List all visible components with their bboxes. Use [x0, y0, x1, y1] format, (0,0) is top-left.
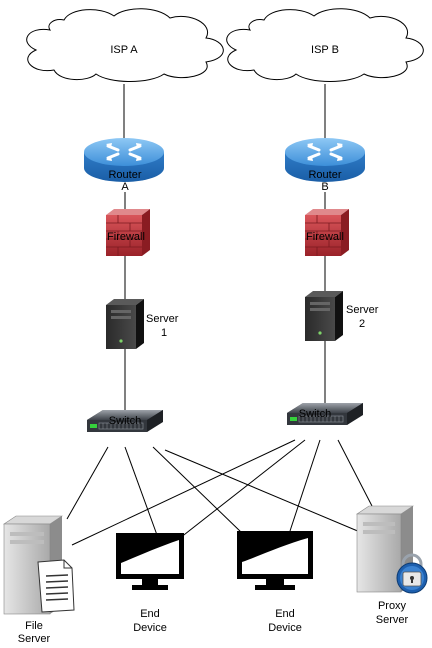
file-server: File Server	[3, 515, 75, 645]
link-switcha-fileserver	[66, 446, 109, 520]
switch-a: Switch	[87, 410, 163, 432]
proxy-server-label-2: Server	[376, 614, 409, 626]
router-a-label-2: A	[121, 181, 129, 193]
server-2: Server 2	[305, 291, 379, 341]
firewall-icon	[106, 209, 150, 256]
router-a: Router A	[84, 138, 164, 193]
isp-a-label: ISP A	[110, 44, 138, 56]
router-b-label-2: B	[321, 181, 328, 193]
end-device-2: End Device	[237, 531, 313, 634]
proxy-server: Proxy Server	[356, 505, 428, 626]
cloud-icon	[26, 8, 224, 82]
server-tower-icon	[106, 299, 144, 349]
link-switcha-enddevice1	[124, 446, 158, 536]
server-1-label-1: Server	[146, 313, 179, 325]
firewall-a: Firewall	[106, 209, 150, 256]
firewall-b-label: Firewall	[306, 231, 344, 243]
file-server-icon	[3, 515, 75, 615]
monitor-icon	[237, 531, 313, 590]
router-a-label-1: Router	[108, 169, 141, 181]
server-2-label-1: Server	[346, 304, 379, 316]
firewall-a-label: Firewall	[107, 231, 145, 243]
monitor-icon	[116, 533, 184, 590]
link-switchb-fileserver	[71, 439, 296, 546]
server-1-label-2: 1	[161, 327, 167, 339]
link-switchb-proxyserver	[337, 439, 373, 507]
switch-b: Switch	[287, 403, 363, 425]
firewall-icon	[305, 209, 349, 256]
end-device-1-label-1: End	[140, 608, 160, 620]
isp-a-cloud: ISP A	[26, 8, 224, 82]
end-device-1: End Device	[116, 533, 184, 634]
proxy-server-icon	[356, 505, 428, 594]
server-tower-icon	[305, 291, 343, 341]
network-switch-icon	[287, 403, 363, 425]
server-1: Server 1	[106, 299, 179, 349]
switch-b-label: Switch	[299, 408, 331, 420]
switch-a-label: Switch	[109, 415, 141, 427]
end-device-2-label-2: Device	[268, 622, 302, 634]
file-server-label-1: File	[25, 620, 43, 632]
network-switch-icon	[87, 410, 163, 432]
router-icon	[84, 138, 164, 182]
end-device-1-label-2: Device	[133, 622, 167, 634]
end-device-2-label-1: End	[275, 608, 295, 620]
link-switchb-enddevice2	[289, 439, 321, 532]
cloud-icon	[226, 8, 424, 82]
proxy-server-label-1: Proxy	[378, 600, 407, 612]
link-switcha-enddevice2	[152, 446, 243, 534]
router-b-label-1: Router	[308, 169, 341, 181]
connections	[66, 84, 373, 546]
router-b: Router B	[285, 138, 365, 193]
router-icon	[285, 138, 365, 182]
isp-b-label: ISP B	[311, 44, 339, 56]
padlock-icon	[401, 553, 423, 570]
file-server-label-2: Server	[18, 633, 51, 645]
firewall-b: Firewall	[305, 209, 349, 256]
link-switchb-enddevice1	[179, 439, 306, 539]
isp-b-cloud: ISP B	[226, 8, 424, 82]
link-switcha-proxyserver	[164, 449, 361, 533]
server-2-label-2: 2	[359, 318, 365, 330]
